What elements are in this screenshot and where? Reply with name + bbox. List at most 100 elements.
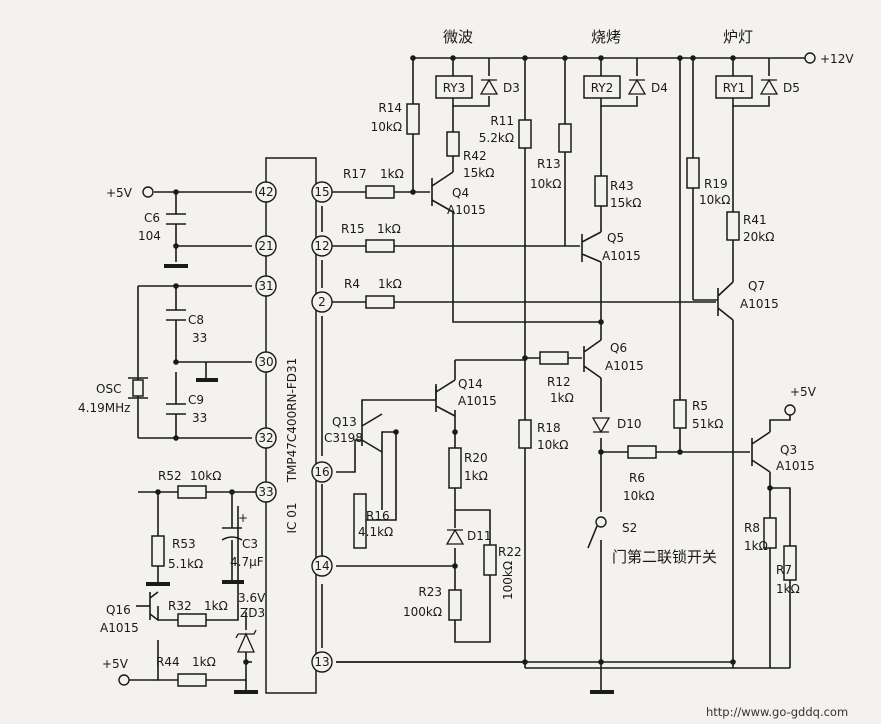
svg-text:Q3: Q3 <box>780 443 797 457</box>
pin-33 <box>255 481 277 503</box>
pin-14 <box>311 555 333 577</box>
svg-text:Q4: Q4 <box>452 186 469 200</box>
svg-text:12: 12 <box>314 239 329 253</box>
svg-text:1kΩ: 1kΩ <box>204 599 228 613</box>
diode-d4-label: D4 <box>651 81 668 95</box>
svg-text:10kΩ: 10kΩ <box>530 177 561 191</box>
svg-text:5.1kΩ: 5.1kΩ <box>168 557 203 571</box>
heading-bake: 烧烤 <box>591 28 621 46</box>
svg-text:A1015: A1015 <box>602 249 641 263</box>
ic-pins: 42 21 31 30 32 33 15 12 2 16 14 13 <box>255 181 333 673</box>
svg-text:R7: R7 <box>776 563 792 577</box>
svg-text:R6: R6 <box>629 471 645 485</box>
svg-text:104: 104 <box>138 229 161 243</box>
svg-text:R43: R43 <box>610 179 634 193</box>
svg-text:+: + <box>238 511 248 525</box>
svg-text:R11: R11 <box>490 114 514 128</box>
svg-text:10kΩ: 10kΩ <box>190 469 221 483</box>
rail-12v-label: +12V <box>820 52 854 66</box>
relay-ry1-label: RY1 <box>723 81 746 95</box>
svg-text:Q16: Q16 <box>106 603 131 617</box>
svg-text:A1015: A1015 <box>605 359 644 373</box>
svg-text:Q5: Q5 <box>607 231 624 245</box>
svg-text:15kΩ: 15kΩ <box>463 166 494 180</box>
heading-microwave: 微波 <box>443 28 473 46</box>
pin-15 <box>311 181 333 203</box>
svg-text:42: 42 <box>258 185 273 199</box>
svg-text:C9: C9 <box>188 393 204 407</box>
svg-text:R16: R16 <box>366 509 390 523</box>
pin-2 <box>311 291 333 313</box>
svg-text:R42: R42 <box>463 149 487 163</box>
svg-text:10kΩ: 10kΩ <box>371 120 402 134</box>
svg-text:5.2kΩ: 5.2kΩ <box>479 131 514 145</box>
svg-text:100kΩ: 100kΩ <box>501 561 515 600</box>
svg-text:10kΩ: 10kΩ <box>623 489 654 503</box>
power-terminals: +5V +5V +5V <box>102 186 817 686</box>
crystal-osc: OSC 4.19MHz <box>78 377 148 415</box>
switch-s2-desc: 门第二联锁开关 <box>612 548 717 566</box>
zener-zd3: 3.6V ZD3 <box>235 591 266 653</box>
resistors: R14 10kΩ R11 5.2kΩ R42 15kΩ R13 10kΩ R43… <box>151 101 800 687</box>
svg-text:A1015: A1015 <box>740 297 779 311</box>
pin-21 <box>255 235 277 257</box>
pin-32 <box>255 427 277 449</box>
svg-text:2: 2 <box>318 295 326 309</box>
relays: RY3 RY2 RY1 <box>435 75 753 99</box>
svg-text:1kΩ: 1kΩ <box>378 277 402 291</box>
svg-text:A1015: A1015 <box>447 203 486 217</box>
svg-text:10kΩ: 10kΩ <box>537 438 568 452</box>
svg-text:A1015: A1015 <box>100 621 139 635</box>
svg-text:1kΩ: 1kΩ <box>192 655 216 669</box>
svg-text:1kΩ: 1kΩ <box>744 539 768 553</box>
svg-text:R22: R22 <box>498 545 522 559</box>
svg-text:15: 15 <box>314 185 329 199</box>
svg-text:R17: R17 <box>343 167 367 181</box>
junction-dots <box>155 55 773 665</box>
svg-text:C3: C3 <box>242 537 258 551</box>
diode-d5-label: D5 <box>783 81 800 95</box>
wires <box>128 57 805 690</box>
svg-text:R19: R19 <box>704 177 728 191</box>
rail-5v-right-label: +5V <box>790 385 817 399</box>
ground-symbols <box>146 264 614 694</box>
svg-text:Q7: Q7 <box>748 279 765 293</box>
svg-text:4.19MHz: 4.19MHz <box>78 401 130 415</box>
svg-text:51kΩ: 51kΩ <box>692 417 723 431</box>
svg-text:20kΩ: 20kΩ <box>743 230 774 244</box>
terminal-12v <box>804 52 816 64</box>
rail-5v-left-label: +5V <box>106 186 133 200</box>
pin-30 <box>255 351 277 373</box>
svg-text:R18: R18 <box>537 421 561 435</box>
svg-text:C3198: C3198 <box>324 431 363 445</box>
capacitors: C6 104 C8 33 C9 33 + C3 4.7μF <box>138 211 264 569</box>
svg-text:R52: R52 <box>158 469 182 483</box>
svg-text:R15: R15 <box>341 222 365 236</box>
svg-text:4.7μF: 4.7μF <box>230 555 264 569</box>
svg-text:R12: R12 <box>547 375 571 389</box>
svg-text:15kΩ: 15kΩ <box>610 196 641 210</box>
diode-d3-label: D3 <box>503 81 520 95</box>
door-switch: S2 门第二联锁开关 <box>587 516 717 566</box>
svg-text:32: 32 <box>258 431 273 445</box>
svg-text:33: 33 <box>192 331 207 345</box>
svg-text:3.6V: 3.6V <box>238 591 266 605</box>
diode-d11-label: D11 <box>467 529 492 543</box>
svg-text:A1015: A1015 <box>458 394 497 408</box>
pin-16 <box>311 461 333 483</box>
relay-ry2-label: RY2 <box>591 81 614 95</box>
svg-text:R23: R23 <box>418 585 442 599</box>
heading-lamp: 炉灯 <box>723 28 753 46</box>
rail-5v-bottom-label: +5V <box>102 657 129 671</box>
ic-name-label: IC 01 <box>285 502 299 533</box>
svg-text:30: 30 <box>258 355 273 369</box>
svg-text:1kΩ: 1kΩ <box>550 391 574 405</box>
svg-text:16: 16 <box>314 465 329 479</box>
svg-text:R32: R32 <box>168 599 192 613</box>
svg-text:R13: R13 <box>537 157 561 171</box>
relay-ry3-label: RY3 <box>443 81 466 95</box>
svg-text:ZD3: ZD3 <box>240 606 265 620</box>
svg-text:21: 21 <box>258 239 273 253</box>
diode-d10-label: D10 <box>617 417 642 431</box>
